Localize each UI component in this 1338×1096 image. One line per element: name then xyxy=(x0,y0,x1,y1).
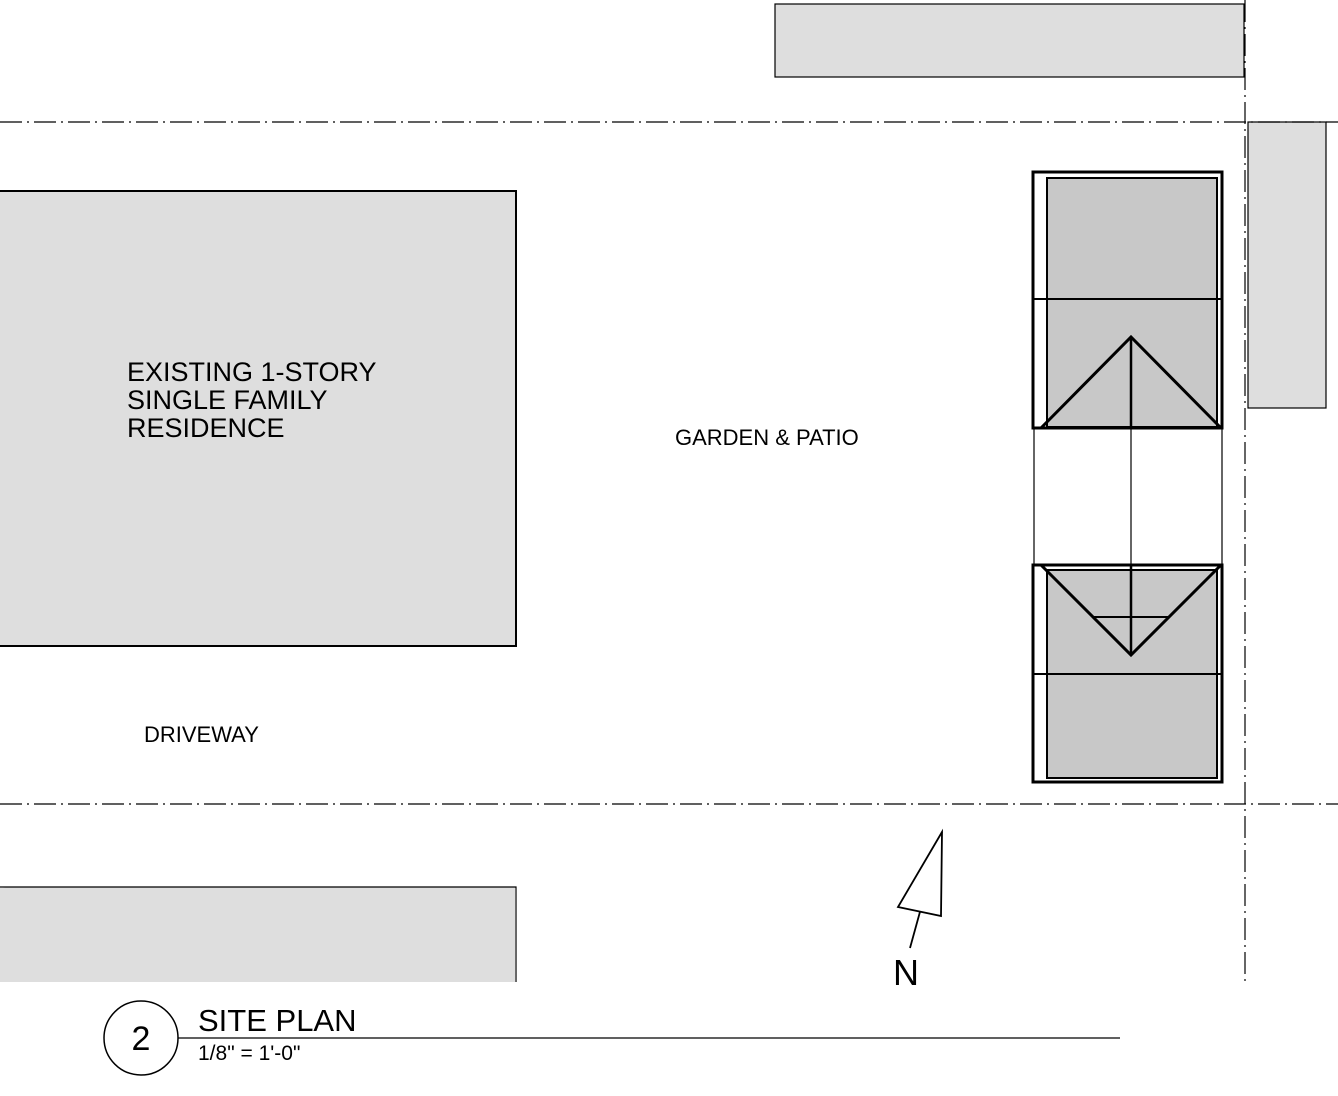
existing-residence xyxy=(0,190,517,647)
neighbor-building-right xyxy=(1247,121,1327,409)
garden-patio-label: GARDEN & PATIO xyxy=(675,425,859,450)
neighbor-building-top xyxy=(774,3,1245,78)
residence-label-line3: RESIDENCE xyxy=(127,413,285,443)
north-label: N xyxy=(893,952,919,993)
drawing-scale: 1/8" = 1'-0" xyxy=(198,1042,300,1065)
driveway-label: DRIVEWAY xyxy=(144,722,259,747)
drawing-number: 2 xyxy=(132,1020,151,1058)
residence-label-line2: SINGLE FAMILY xyxy=(127,385,328,415)
proposed-structure xyxy=(1031,170,1224,784)
residence-label-line1: EXISTING 1-STORY xyxy=(127,357,377,387)
north-arrow-icon xyxy=(896,828,943,949)
drawing-title: SITE PLAN xyxy=(198,1003,357,1038)
